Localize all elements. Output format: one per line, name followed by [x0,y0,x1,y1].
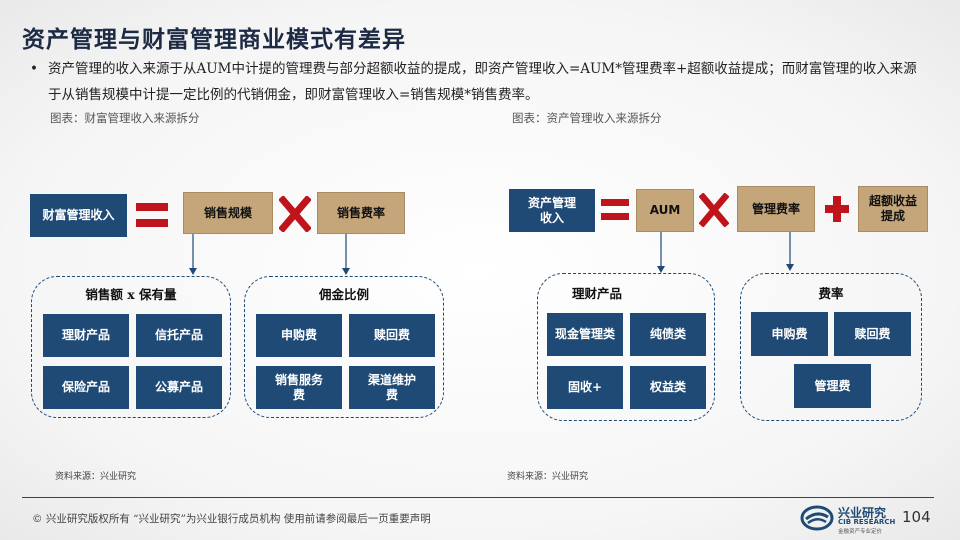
equity-box: 权益类 [630,366,706,409]
redemption-fee-box: 赎回费 [349,314,435,357]
footer-divider [22,497,934,498]
redemption-fee-box-right: 赎回费 [834,312,911,356]
mutual-fund-product-box: 公募产品 [136,366,222,409]
bullet-text: 资产管理的收入来源于从AUM中计提的管理费与部分超额收益的提成，即资产管理收入=… [48,61,917,103]
left-source: 资料来源：兴业研究 [55,472,137,482]
sales-rate-box: 销售费率 [317,192,405,234]
equals-icon-right [601,199,629,220]
management-rate-box: 管理费率 [737,186,815,232]
multiply-icon [279,196,311,232]
subscription-fee-box-right: 申购费 [751,312,828,356]
cash-management-box: 现金管理类 [547,313,623,356]
page-number: 104 [902,508,931,526]
channel-maintenance-fee-box: 渠道维护费 [349,366,435,409]
bullet-dot: • [30,61,38,77]
equals-icon [136,203,168,227]
left-caption: 图表：财富管理收入来源拆分 [50,111,200,125]
wealth-product-group [537,273,715,421]
wealth-income-box: 财富管理收入 [30,194,127,237]
sales-service-fee-box: 销售服务费 [256,366,342,409]
subscription-fee-box: 申购费 [256,314,342,357]
sales-scale-box: 销售规模 [183,192,273,234]
logo-tagline: 金融资产专业定价 [838,529,883,535]
insurance-product-box: 保险产品 [43,366,129,409]
commission-title: 佣金比例 [318,287,369,302]
asset-income-box: 资产管理收入 [509,189,595,232]
multiply-icon-right [699,193,729,227]
excess-return-box: 超额收益提成 [858,186,928,232]
footer-text: © 兴业研究版权所有 “兴业研究”为兴业银行成员机构 使用前请参阅最后一页重要声… [32,513,431,525]
pure-bond-box: 纯债类 [630,313,706,356]
trust-product-box: 信托产品 [136,314,222,357]
fixed-income-plus-box: 固收+ [547,366,623,409]
fee-rate-title: 费率 [818,286,844,301]
wealth-product-box: 理财产品 [43,314,129,357]
fee-rate-group [740,273,922,421]
logo-text-en: CIB RESEARCH [838,518,896,526]
management-fee-box: 管理费 [794,364,871,408]
plus-icon [825,196,849,222]
wealth-product-title: 理财产品 [571,286,622,301]
logo-text-cn: 兴业研究 [838,506,887,520]
right-source: 资料来源：兴业研究 [507,472,589,482]
page-title: 资产管理与财富管理商业模式有差异 [22,26,406,53]
cib-logo-icon [800,505,834,531]
aum-box: AUM [636,189,694,232]
sales-volume-group [31,276,231,418]
right-caption: 图表：资产管理收入来源拆分 [512,111,662,125]
commission-group [244,276,444,418]
sales-volume-title: 销售额 x 保有量 [85,287,177,302]
